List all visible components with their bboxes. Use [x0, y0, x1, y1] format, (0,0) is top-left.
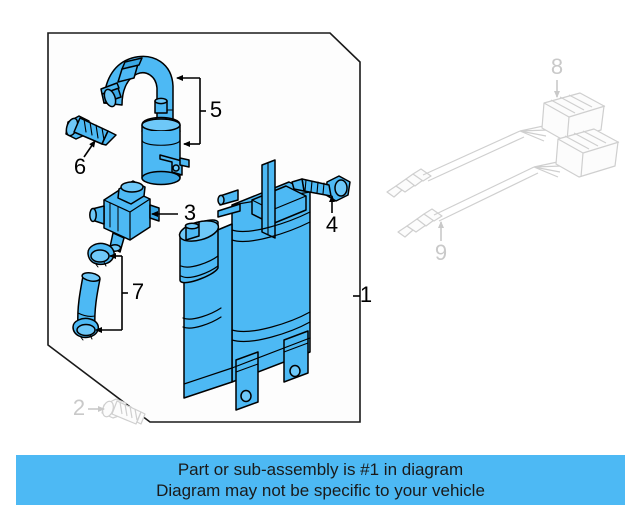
part-5-canister-filter	[141, 97, 190, 186]
callout-4: 4	[326, 195, 338, 237]
callout-7: 7	[95, 253, 144, 333]
dimmed-parts-group	[101, 92, 620, 425]
callout-8-label: 8	[551, 54, 563, 79]
callout-6: 6	[74, 140, 96, 179]
part-8-oxygen-sensor-upper	[386, 92, 606, 198]
part-7-hose-clamps	[72, 242, 115, 341]
part-1-vapor-canister	[178, 159, 311, 411]
callout-3-label: 3	[184, 200, 196, 225]
callout-9-label: 9	[435, 240, 447, 265]
callout-5: 5	[176, 75, 222, 147]
callout-4-label: 4	[326, 212, 338, 237]
part-4-screw	[291, 175, 351, 202]
diagram-footer-banner: Part or sub-assembly is #1 in diagram Di…	[16, 455, 625, 505]
callout-1-label: 1	[360, 282, 372, 307]
part-9-oxygen-sensor-lower	[397, 128, 620, 238]
part-5-vent-hose	[100, 55, 174, 129]
footer-line-1: Part or sub-assembly is #1 in diagram	[177, 460, 464, 479]
callout-8: 8	[551, 54, 563, 98]
callout-9: 9	[435, 221, 447, 265]
callout-6-leader	[83, 140, 96, 158]
callout-2: 2	[73, 395, 105, 420]
callout-5-label: 5	[210, 97, 222, 122]
callout-2-label: 2	[73, 395, 85, 420]
callout-6-label: 6	[74, 154, 86, 179]
callout-7-label: 7	[132, 279, 144, 304]
footer-line-2: Diagram may not be specific to your vehi…	[156, 481, 485, 500]
highlighted-parts-group	[65, 55, 351, 411]
part-3-purge-valve	[89, 180, 160, 253]
part-2-bolt	[101, 398, 146, 425]
callout-3: 3	[151, 200, 196, 225]
part-6-screw	[65, 115, 117, 146]
callout-1: 1	[353, 282, 372, 307]
